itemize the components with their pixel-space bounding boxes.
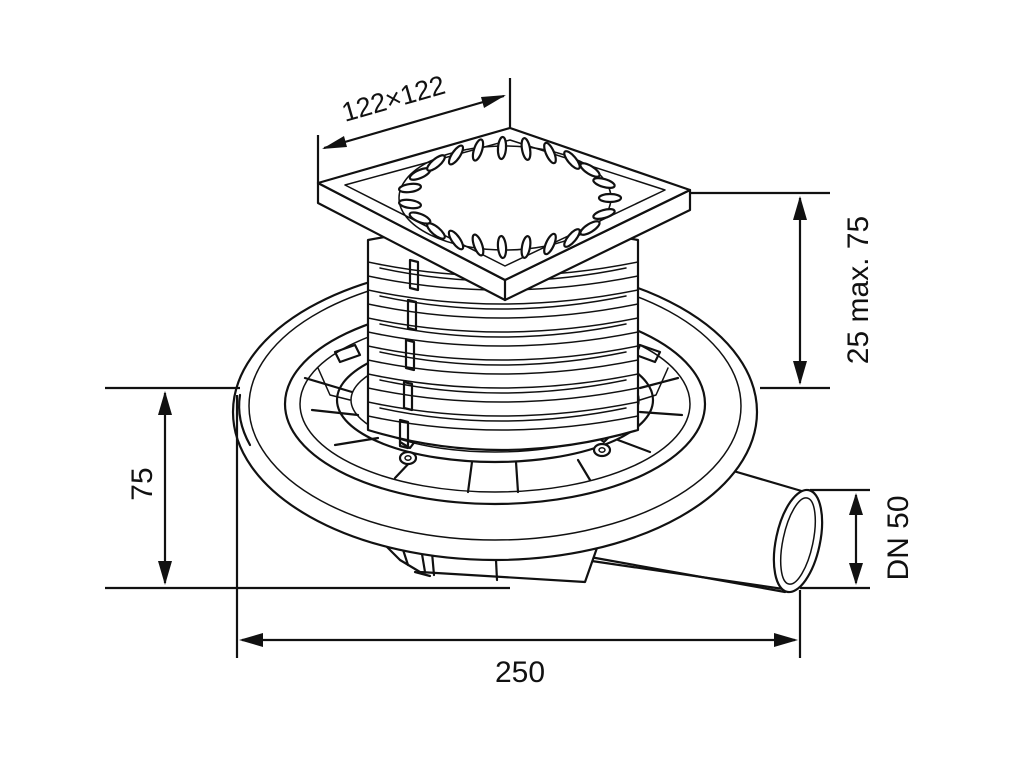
dimension-label-outlet: DN 50: [882, 495, 915, 580]
dimension-height-adjust: 25 max. 75: [690, 191, 875, 390]
dimension-overall-width: 250: [235, 395, 802, 689]
extension-collar: [366, 226, 640, 452]
dimension-label-grate: 122×122: [338, 70, 448, 128]
dimension-outlet: DN 50: [800, 488, 915, 590]
dimension-label-height-adjust: 25 max. 75: [842, 216, 875, 364]
dimension-label-body-height: 75: [126, 467, 159, 500]
floor-drain-illustration: [231, 126, 824, 594]
grate: [316, 126, 692, 302]
dimension-body-height: 75: [105, 386, 510, 590]
dimension-label-overall-width: 250: [495, 656, 545, 689]
